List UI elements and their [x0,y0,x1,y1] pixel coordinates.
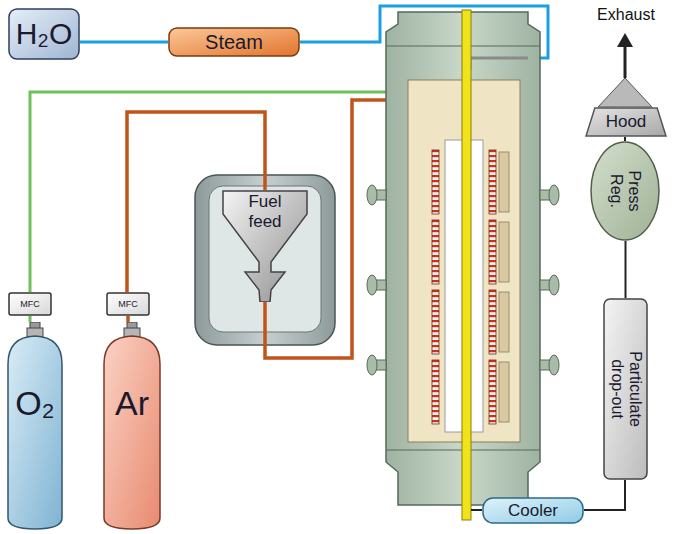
heater-element [432,150,439,214]
flange-bolt [549,275,559,295]
outlet-line [471,509,482,511]
insulation-block [499,152,509,422]
flange-bolt [549,185,559,205]
exhaust-label: Exhaust [585,6,667,24]
node-label: Hood [606,112,647,132]
exhaust-stack [617,33,633,47]
node-label: Ar [115,384,149,423]
heater-element [432,290,439,354]
mass-flow-controller-outline [107,293,149,315]
particulate-dropout: Particulate drop-out [603,298,648,480]
node-label: H₂O [16,17,73,52]
node-label: MFC [20,299,40,309]
heater-element [432,220,439,284]
flange-bolt [367,355,377,375]
insulation-block [499,152,509,212]
mass-flow-controller: MFC [8,292,52,316]
water-tank: H₂O [8,8,80,60]
cooler-outline [483,498,583,523]
fuel-hopper: Fuel feed [222,190,308,302]
steam-inlet [470,58,528,70]
connector-line [80,41,168,44]
gas-cylinder-shape [6,322,64,530]
node-label: Cooler [508,501,558,521]
sample-probe [462,10,471,520]
flange-bolt [367,275,377,295]
heater-element [489,290,496,354]
sample-probe [462,10,471,520]
steam-inlet [470,58,528,70]
connector-line [29,316,32,322]
flange-bolt [367,185,377,205]
exhaust-stack [624,44,627,78]
gas-cylinder: Ar [102,322,162,530]
mass-flow-controller: MFC [106,292,150,316]
steam-generator-outline [169,28,299,56]
gas-cylinder-shape [102,322,162,530]
insulation-block [499,292,509,352]
water-tank-outline [9,9,79,59]
fuel-hopper-outline [223,191,307,302]
heater-element [489,150,496,214]
node-label: Press Reg. [607,163,644,219]
cooler: Cooler [482,497,584,524]
heater-element [489,220,496,284]
exhaust-hood-outline [586,108,666,136]
insulation-block [499,362,509,422]
exhaust-stack [598,78,652,107]
particulate-dropout-outline [604,299,647,479]
node-label: MFC [118,299,138,309]
node-label: Particulate drop-out [607,339,644,439]
gas-cylinder: O₂ [6,322,64,530]
exhaust-hood: Hood [585,107,667,137]
insulation-block [499,222,509,282]
connector-line [625,241,627,298]
heater-element [489,360,496,424]
exhaust-stack [598,33,652,107]
flange-bolt [549,355,559,375]
node-label: O₂ [15,384,55,423]
node-label: Fuel feed [243,192,287,231]
pressure-regulator: Press Reg. [590,141,660,241]
mass-flow-controller-outline [9,293,51,315]
gas-cylinder-outline [104,336,160,529]
connector-line [126,316,130,322]
connector-line [584,480,625,510]
gas-cylinder-outline [8,336,62,529]
outlet-line [471,509,482,511]
heater-element [432,360,439,424]
node-label: Steam [205,31,263,54]
pressure-regulator-outline [591,142,659,240]
steam-generator: Steam [168,27,300,57]
connector-line [624,137,626,141]
